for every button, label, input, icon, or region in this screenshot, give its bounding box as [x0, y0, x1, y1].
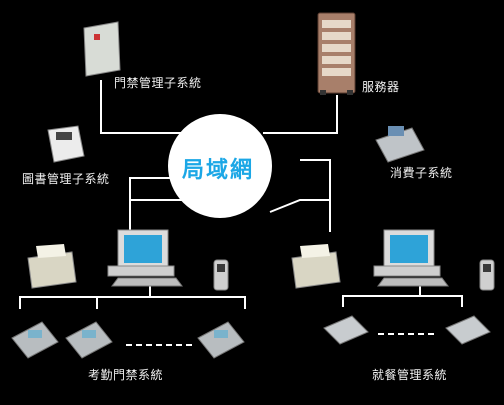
pos-terminal-icon — [375, 126, 425, 163]
library-label: 圖書管理子系統 — [22, 172, 110, 186]
library-terminal-icon — [47, 125, 85, 163]
hub-circle — [168, 114, 272, 218]
right-scanner-icon — [479, 259, 495, 291]
right-printer-icon — [291, 244, 341, 289]
attendance-device-3-icon — [197, 321, 245, 359]
left-scanner-icon — [213, 259, 229, 291]
left-computer-icon — [107, 229, 183, 287]
line-dining-bus — [342, 285, 421, 307]
line-library — [129, 177, 178, 200]
line-attendance-bus-right — [150, 296, 246, 309]
server-rack-icon — [317, 12, 356, 95]
line-right-branch — [269, 199, 330, 213]
server-label: 服務器 — [362, 80, 400, 94]
line-consumption — [300, 159, 331, 200]
access-control-label: 門禁管理子系統 — [114, 76, 202, 90]
consumption-label: 消費子系統 — [390, 166, 453, 180]
attendance-label: 考勤門禁系統 — [88, 368, 164, 382]
line-server — [263, 95, 338, 134]
dining-device-1-icon — [323, 315, 369, 345]
dining-device-2-icon — [445, 315, 491, 345]
right-computer-icon — [373, 229, 449, 287]
attendance-device-1-icon — [11, 321, 59, 359]
hub-label: 局域網 — [182, 158, 255, 183]
line-attendance-bus — [19, 285, 151, 309]
line-access-control — [100, 80, 183, 134]
attendance-device-2-icon — [65, 321, 113, 359]
left-printer-icon — [27, 244, 77, 289]
access-reader-icon — [83, 21, 121, 77]
line-dining-bus-right — [420, 295, 463, 307]
dining-label: 就餐管理系統 — [372, 368, 448, 382]
